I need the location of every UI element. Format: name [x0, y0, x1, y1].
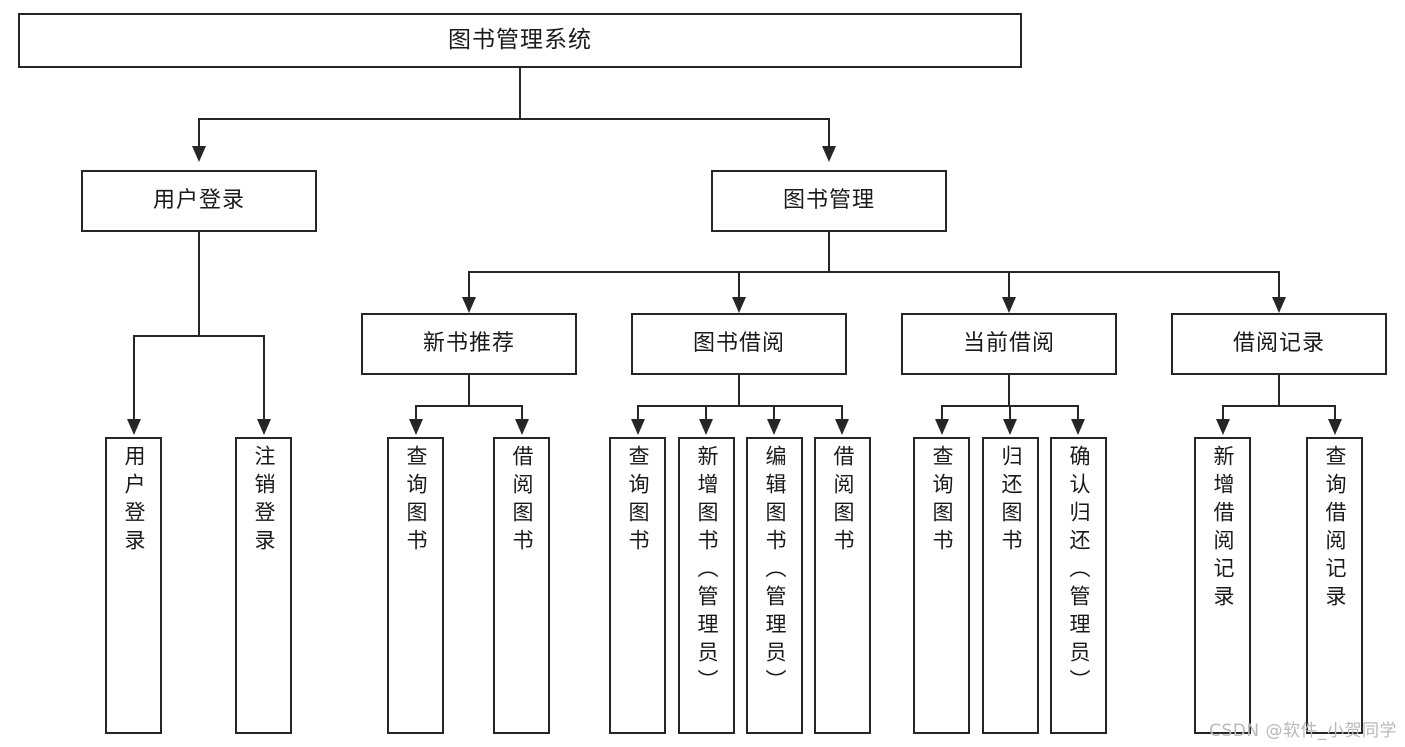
connector-current-stem: [1008, 375, 1010, 405]
leaf-current-confirm-return[interactable]: 确认归还（管理员）: [1050, 437, 1107, 734]
connector-login-bus: [133, 335, 265, 337]
node-label: 新增图书（管理员）: [695, 445, 719, 697]
leaf-record-query-record[interactable]: 查询借阅记录: [1306, 437, 1363, 734]
node-label: 查询借阅记录: [1323, 445, 1347, 613]
arrowhead-current-to-leaf1: [935, 419, 949, 435]
node-label: 归还图书: [999, 445, 1023, 557]
leaf-current-return-book[interactable]: 归还图书: [982, 437, 1039, 734]
leaf-borrow-query-book[interactable]: 查询图书: [609, 437, 666, 734]
node-label: 确认归还（管理员）: [1067, 445, 1091, 697]
leaf-record-add-record[interactable]: 新增借阅记录: [1194, 437, 1251, 734]
connector-recommend-bus: [415, 405, 523, 407]
node-label: 图书管理系统: [448, 26, 592, 53]
connector-borrow-to-leaf1: [637, 405, 639, 421]
connector-root-bus: [198, 118, 830, 120]
leaf-borrow-borrow-book[interactable]: 借阅图书: [814, 437, 871, 734]
node-book-borrow[interactable]: 图书借阅: [631, 313, 847, 375]
connector-borrow-stem: [738, 375, 740, 405]
arrowhead-borrow-to-leaf4: [835, 419, 849, 435]
node-label: 图书借阅: [692, 330, 785, 356]
connector-login-to-leaf1: [133, 335, 135, 421]
connector-bookmgmt-stem: [828, 232, 830, 271]
node-label: 当前借阅: [962, 330, 1055, 356]
connector-bookmgmt-to-l3-2: [738, 271, 740, 299]
node-label: 用户登录: [122, 445, 146, 557]
connector-record-to-leaf2: [1334, 405, 1336, 421]
arrowhead-borrow-to-leaf3: [767, 419, 781, 435]
connector-root-to-login: [198, 118, 200, 148]
connector-current-to-leaf2: [1009, 405, 1011, 421]
connector-bookmgmt-bus: [468, 271, 1280, 273]
node-label: 借阅图书: [831, 445, 855, 557]
connector-borrow-to-leaf4: [841, 405, 843, 421]
leaf-borrow-edit-book[interactable]: 编辑图书（管理员）: [746, 437, 803, 734]
connector-recommend-to-leaf2: [521, 405, 523, 421]
connector-recommend-to-leaf1: [415, 405, 417, 421]
arrowhead-current-to-leaf3: [1071, 419, 1085, 435]
arrowhead-record-to-leaf2: [1328, 419, 1342, 435]
connector-bookmgmt-to-l3-3: [1008, 271, 1010, 299]
leaf-recommend-query-book[interactable]: 查询图书: [387, 437, 444, 734]
connector-bookmgmt-to-l3-4: [1278, 271, 1280, 299]
connector-root-stem: [519, 68, 521, 118]
connector-record-to-leaf1: [1222, 405, 1224, 421]
arrowhead-borrow-to-leaf2: [699, 419, 713, 435]
node-label: 借阅记录: [1232, 330, 1325, 356]
connector-borrow-to-leaf3: [773, 405, 775, 421]
node-label: 新书推荐: [422, 330, 515, 356]
connector-bookmgmt-to-l3-1: [468, 271, 470, 299]
node-book-management[interactable]: 图书管理: [711, 170, 947, 232]
connector-login-stem: [198, 232, 200, 335]
arrowhead-root-to-login: [192, 146, 206, 162]
connector-recommend-stem: [468, 375, 470, 405]
arrowhead-bookmgmt-to-l3-2: [732, 297, 746, 313]
connector-record-bus: [1222, 405, 1336, 407]
connector-record-stem: [1278, 375, 1280, 405]
node-label: 用户登录: [152, 187, 245, 213]
node-current-borrow[interactable]: 当前借阅: [901, 313, 1117, 375]
arrowhead-bookmgmt-to-l3-4: [1272, 297, 1286, 313]
leaf-current-query-book[interactable]: 查询图书: [913, 437, 970, 734]
leaf-borrow-add-book[interactable]: 新增图书（管理员）: [678, 437, 735, 734]
node-label: 新增借阅记录: [1211, 445, 1235, 613]
node-root-system[interactable]: 图书管理系统: [18, 13, 1022, 68]
arrowhead-login-to-leaf1: [127, 419, 141, 435]
node-label: 注销登录: [252, 445, 276, 557]
arrowhead-bookmgmt-to-l3-3: [1002, 297, 1016, 313]
node-label: 查询图书: [626, 445, 650, 557]
arrowhead-recommend-to-leaf2: [515, 419, 529, 435]
arrowhead-root-to-bookmgmt: [822, 146, 836, 162]
node-label: 查询图书: [930, 445, 954, 557]
connector-login-to-leaf2: [263, 335, 265, 421]
leaf-user-login[interactable]: 用户登录: [105, 437, 162, 734]
node-label: 借阅图书: [510, 445, 534, 557]
connector-current-to-leaf1: [941, 405, 943, 421]
node-new-book-recommend[interactable]: 新书推荐: [361, 313, 577, 375]
arrowhead-bookmgmt-to-l3-1: [462, 297, 476, 313]
node-borrow-record[interactable]: 借阅记录: [1171, 313, 1387, 375]
arrowhead-recommend-to-leaf1: [409, 419, 423, 435]
node-user-login[interactable]: 用户登录: [81, 170, 317, 232]
leaf-recommend-borrow-book[interactable]: 借阅图书: [493, 437, 550, 734]
connector-root-to-bookmgmt: [828, 118, 830, 148]
csdn-watermark: CSDN @软件_小贺同学: [1209, 721, 1397, 741]
arrowhead-borrow-to-leaf1: [631, 419, 645, 435]
connector-borrow-to-leaf2: [705, 405, 707, 421]
connector-current-to-leaf3: [1077, 405, 1079, 421]
arrowhead-current-to-leaf2: [1003, 419, 1017, 435]
connector-borrow-bus: [637, 405, 841, 407]
arrowhead-record-to-leaf1: [1216, 419, 1230, 435]
node-label: 编辑图书（管理员）: [763, 445, 787, 697]
leaf-logout[interactable]: 注销登录: [235, 437, 292, 734]
arrowhead-login-to-leaf2: [257, 419, 271, 435]
node-label: 图书管理: [782, 187, 875, 213]
node-label: 查询图书: [404, 445, 428, 557]
